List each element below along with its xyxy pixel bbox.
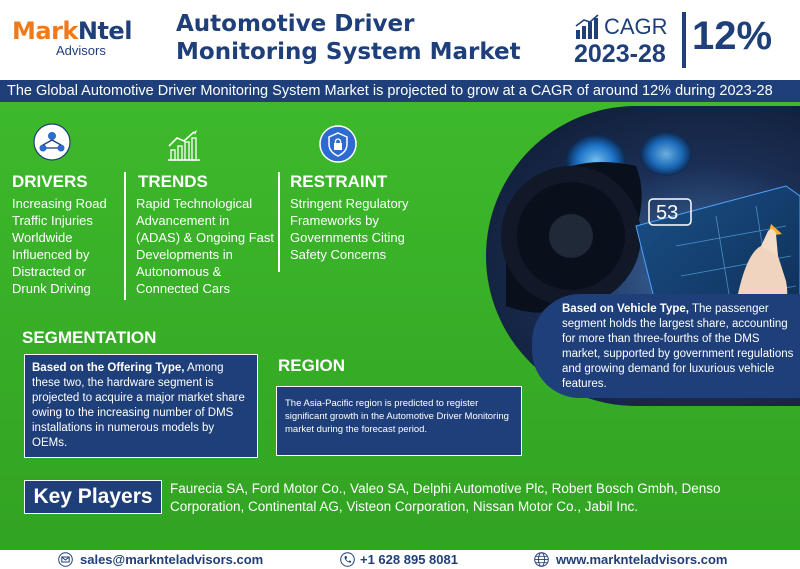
summary-banner: The Global Automotive Driver Monitoring … xyxy=(0,80,800,102)
drivers-network-icon xyxy=(33,123,71,161)
drivers-text: Increasing Road Traffic Injuries Worldwi… xyxy=(12,196,107,296)
segmentation-lead: Based on the Offering Type, xyxy=(32,362,185,374)
main-panel: 53 DRIVERS Increasing Road Traffic Injur… xyxy=(0,102,800,550)
footer-website-link[interactable]: www.marknteladvisors.com xyxy=(556,552,728,567)
globe-icon xyxy=(534,552,549,567)
footer-phone-link[interactable]: +1 628 895 8081 xyxy=(360,552,458,567)
footer-email-link[interactable]: sales@marknteladvisors.com xyxy=(80,552,264,567)
restraint-shield-icon xyxy=(319,125,357,163)
trends-text: Rapid Technological Advancement in (ADAS… xyxy=(136,196,274,296)
divider-trends-restraint xyxy=(278,172,280,272)
logo-ntel-text: Ntel xyxy=(77,17,133,45)
vehicle-type-callout: Based on Vehicle Type, The passenger seg… xyxy=(532,294,800,398)
region-heading: REGION xyxy=(278,356,346,375)
cagr-label: CAGR xyxy=(604,14,668,39)
report-title: Automotive Driver Monitoring System Mark… xyxy=(176,11,521,65)
vehicle-type-text: The passenger segment holds the largest … xyxy=(562,303,794,390)
restraint-heading: RESTRAINT xyxy=(290,172,388,191)
marknetl-logo[interactable]: MarkNtel Advisors xyxy=(12,18,132,58)
region-box: The Asia-Pacific region is predicted to … xyxy=(276,386,522,456)
header: MarkNtel Advisors Automotive Driver Moni… xyxy=(0,0,800,80)
segmentation-heading: SEGMENTATION xyxy=(22,328,157,347)
dashboard-speed-readout: 53 xyxy=(656,202,678,224)
footer: sales@marknteladvisors.com +1 628 895 80… xyxy=(0,550,800,569)
divider-drivers-trends xyxy=(124,172,126,300)
trends-chart-icon xyxy=(168,130,200,161)
cagr-divider xyxy=(682,12,686,68)
vehicle-type-lead: Based on Vehicle Type, xyxy=(562,303,689,315)
growth-bars-icon xyxy=(575,14,599,39)
phone-icon xyxy=(340,552,355,567)
drivers-heading: DRIVERS xyxy=(12,172,88,191)
logo-wordmark: MarkNtel xyxy=(12,18,132,44)
trends-heading: TRENDS xyxy=(138,172,208,191)
cagr-period: 2023-28 xyxy=(574,40,666,68)
restraint-text: Stringent Regulatory Frameworks by Gover… xyxy=(290,196,409,262)
key-players-list: Faurecia SA, Ford Motor Co., Valeo SA, D… xyxy=(170,481,721,514)
email-icon xyxy=(58,552,73,567)
key-players-label: Key Players xyxy=(24,480,162,514)
segmentation-box: Based on the Offering Type, Among these … xyxy=(24,354,258,458)
segmentation-text: Among these two, the hardware segment is… xyxy=(32,362,245,449)
region-text: The Asia-Pacific region is predicted to … xyxy=(285,398,509,435)
cagr-value: 12% xyxy=(692,14,773,58)
logo-mark-text: Mark xyxy=(12,17,78,45)
logo-subtitle: Advisors xyxy=(56,43,106,58)
